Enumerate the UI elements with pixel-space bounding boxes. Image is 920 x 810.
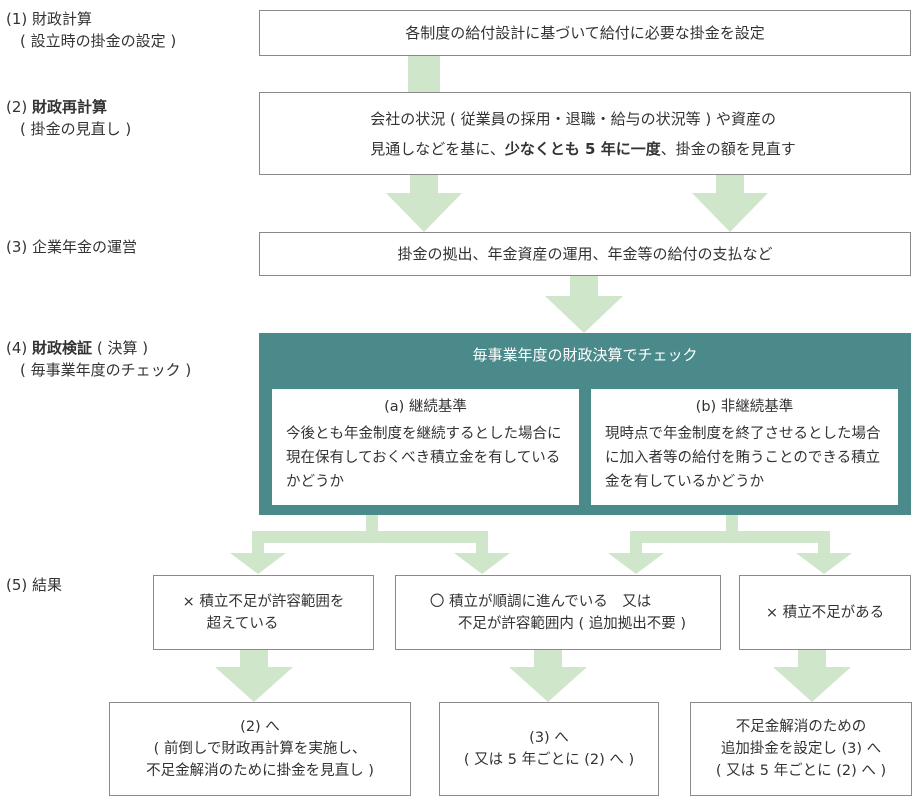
box-operation-text: 掛金の拠出、年金資産の運用、年金等の給付の支払など: [397, 245, 773, 263]
result-1-line-2: 超えている: [206, 615, 279, 632]
result-shortfall: × 積立不足がある: [739, 575, 911, 650]
split-a-stem: [366, 515, 378, 535]
box-initial-calculation-text: 各制度の給付設計に基づいて給付に必要な掛金を設定: [405, 24, 765, 42]
box-initial-calculation: 各制度の給付設計に基づいて給付に必要な掛金を設定: [259, 10, 911, 56]
stage-4-number: (4): [6, 339, 28, 357]
stage-1-title: 財政計算: [32, 10, 93, 28]
result-1-line-1: × 積立不足が許容範囲を: [182, 593, 345, 610]
box-recalculation-line-2-bold: 少なくとも 5 年に一度: [504, 139, 661, 158]
outcome-1-line-1: (2) へ: [240, 719, 280, 735]
stage-3-title: 企業年金の運営: [32, 238, 138, 256]
arrow-r1-o1: [215, 650, 293, 702]
outcome-2-line-2: ( 又は 5 年ごとに (2) へ ): [463, 752, 635, 768]
outcome-recalculate: (2) へ ( 前倒しで財政再計算を実施し、 不足金解消のために掛金を見直し ): [109, 702, 411, 796]
stage-1-label: (1) 財政計算 ( 設立時の掛金の設定 ): [6, 8, 176, 52]
criterion-a-body: 今後とも年金制度を継続するとした場合に現在保有しておくべき積立金を有しているかど…: [286, 426, 562, 490]
stage-4-title-suffix: ( 決算 ): [96, 339, 149, 357]
arrow-r2-o2: [509, 650, 587, 702]
criterion-a-title: (a) 継続基準: [384, 399, 467, 415]
stage-4-title: 財政検証: [32, 339, 93, 357]
result-3-line-1: × 積立不足がある: [765, 604, 885, 621]
check-panel: 毎事業年度の財政決算でチェック (a) 継続基準 今後とも年金制度を継続するとし…: [259, 333, 911, 515]
outcome-additional-contribution: 不足金解消のための 追加掛金を設定し (3) へ ( 又は 5 年ごとに (2)…: [690, 702, 912, 796]
stage-1-number: (1): [6, 10, 28, 28]
arrow-a-r2: [454, 531, 510, 574]
box-operation: 掛金の拠出、年金資産の運用、年金等の給付の支払など: [259, 232, 911, 276]
criterion-b-title: (b) 非継続基準: [695, 399, 794, 415]
stage-4-subtitle: ( 毎事業年度のチェック ): [20, 361, 192, 379]
outcome-2-line-1: (3) へ: [529, 730, 569, 746]
split-b-stem: [726, 515, 738, 535]
check-panel-title: 毎事業年度の財政決算でチェック: [472, 346, 698, 364]
outcome-continue: (3) へ ( 又は 5 年ごとに (2) へ ): [439, 702, 659, 796]
arrow-3-4: [545, 276, 623, 333]
stage-4-label: (4) 財政検証 ( 決算 ) ( 毎事業年度のチェック ): [6, 337, 191, 381]
arrow-r3-o3: [773, 650, 851, 702]
stage-5-label: (5) 結果: [6, 574, 62, 596]
stage-5-title: 結果: [32, 576, 63, 594]
outcome-3-line-1: 不足金解消のための: [735, 719, 867, 735]
result-2-line-1: 〇 積立が順調に進んでいる 又は: [429, 593, 652, 610]
stage-3-number: (3): [6, 238, 28, 256]
outcome-3-line-2: 追加掛金を設定し (3) へ: [720, 741, 882, 757]
split-a-bar: [252, 531, 488, 543]
box-recalculation: 会社の状況 ( 従業員の採用・退職・給与の状況等 ) や資産の 見通しなどを基に…: [259, 92, 911, 175]
outcome-1-line-3: 不足金解消のために掛金を見直し ): [146, 763, 374, 779]
result-shortfall-exceeds-text: × 積立不足が許容範囲を 超えている: [183, 591, 345, 635]
criterion-b-body: 現時点で年金制度を終了させるとした場合に加入者等の給付を賄うことのできる積立金を…: [605, 426, 881, 490]
arrow-b-r3: [796, 531, 852, 574]
arrow-a-r1: [230, 531, 286, 574]
criterion-b-box: (b) 非継続基準 現時点で年金制度を終了させるとした場合に加入者等の給付を賄う…: [591, 389, 898, 505]
stage-2-number: (2): [6, 98, 28, 116]
stage-5-number: (5): [6, 576, 28, 594]
result-2-line-2: 不足が許容範囲内 ( 追加拠出不要 ): [457, 615, 687, 632]
stage-1-subtitle: ( 設立時の掛金の設定 ): [20, 32, 177, 50]
arrow-b-r2: [608, 531, 664, 574]
split-b-bar: [630, 531, 830, 543]
criterion-a-box: (a) 継続基準 今後とも年金制度を継続するとした場合に現在保有しておくべき積立…: [272, 389, 579, 505]
stage-2-subtitle: ( 掛金の見直し ): [20, 120, 132, 138]
stage-2-label: (2) 財政再計算 ( 掛金の見直し ): [6, 96, 131, 140]
result-on-track-text: 〇 積立が順調に進んでいる 又は 不足が許容範囲内 ( 追加拠出不要 ): [430, 591, 686, 635]
outcome-3-line-3: ( 又は 5 年ごとに (2) へ ): [715, 763, 887, 779]
stage-2-title: 財政再計算: [32, 98, 108, 116]
outcome-additional-contribution-text: 不足金解消のための 追加掛金を設定し (3) へ ( 又は 5 年ごとに (2)…: [716, 716, 886, 782]
stage-3-label: (3) 企業年金の運営: [6, 236, 137, 258]
arrow-2-3-left: [386, 175, 462, 232]
result-shortfall-exceeds: × 積立不足が許容範囲を 超えている: [153, 575, 374, 650]
outcome-recalculate-text: (2) へ ( 前倒しで財政再計算を実施し、 不足金解消のために掛金を見直し ): [146, 716, 374, 782]
arrow-2-3-right: [692, 175, 768, 232]
connector-1-2: [408, 56, 440, 92]
outcome-continue-text: (3) へ ( 又は 5 年ごとに (2) へ ): [464, 727, 634, 771]
result-on-track: 〇 積立が順調に進んでいる 又は 不足が許容範囲内 ( 追加拠出不要 ): [395, 575, 721, 650]
box-recalculation-line-1: 会社の状況 ( 従業員の採用・退職・給与の状況等 ) や資産の: [370, 109, 777, 128]
box-recalculation-line-2-post: 、掛金の額を見直す: [660, 139, 796, 158]
box-recalculation-line-2-pre: 見通しなどを基に、: [370, 139, 505, 158]
outcome-1-line-2: ( 前倒しで財政再計算を実施し、: [153, 741, 367, 757]
box-recalculation-text: 会社の状況 ( 従業員の採用・退職・給与の状況等 ) や資産の 見通しなどを基に…: [370, 104, 795, 164]
